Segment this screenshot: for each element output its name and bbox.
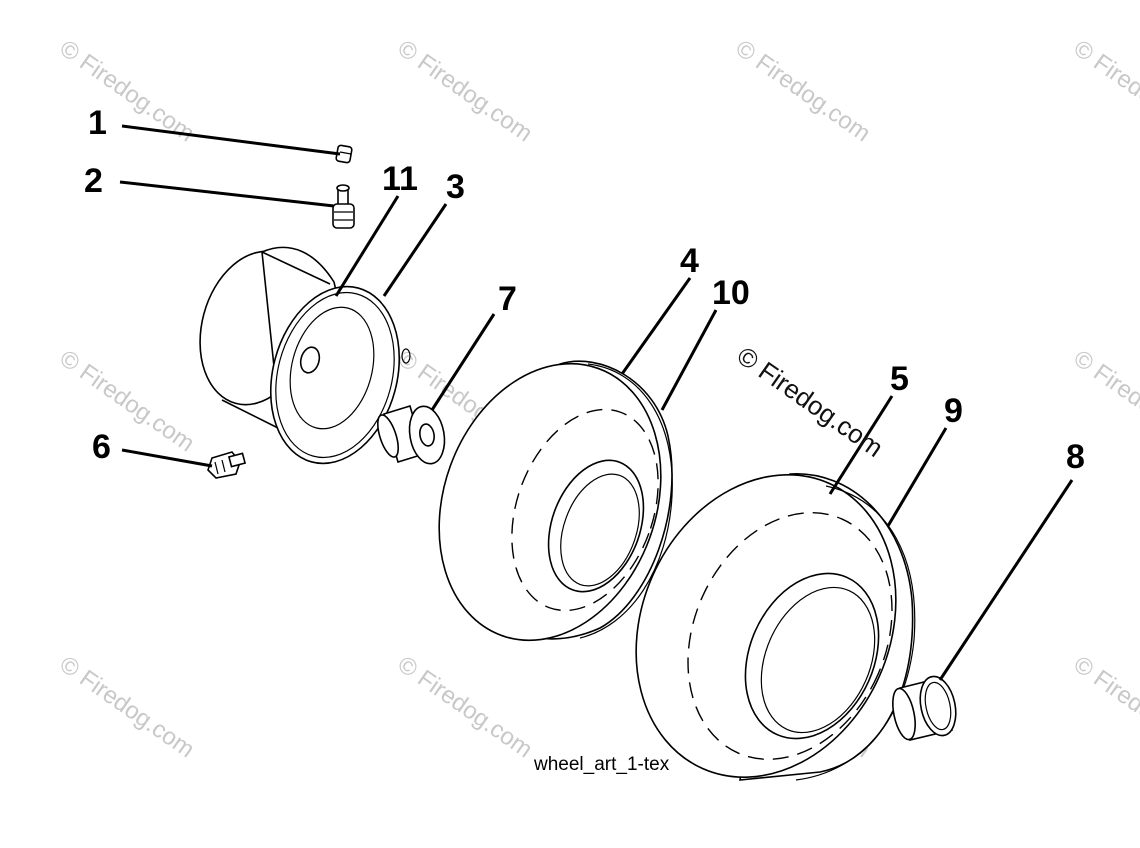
diagram-caption: wheel_art_1-tex xyxy=(533,754,670,775)
callout-10: 10 xyxy=(712,274,750,312)
watermark: © Firedog.com xyxy=(393,35,538,148)
callout-1: 1 xyxy=(88,104,107,142)
watermark: © Firedog.com xyxy=(731,35,876,148)
watermark: © Firedog.com xyxy=(393,651,538,764)
leader-lines xyxy=(119,124,1074,681)
watermark: © Firedog.com xyxy=(1069,651,1140,764)
rear-tire-part xyxy=(635,473,916,781)
bolt-part xyxy=(207,451,247,479)
watermark: © Firedog.com xyxy=(55,35,200,148)
watermark: © Firedog.com xyxy=(55,345,200,458)
watermark: © Firedog.com xyxy=(55,651,200,764)
callout-labels: 1 2 11 3 6 7 4 10 5 9 8 xyxy=(84,104,1085,476)
wheel-rim-part xyxy=(199,246,411,465)
callout-6: 6 xyxy=(92,428,111,466)
valve-stem-part xyxy=(332,184,355,229)
callout-11: 11 xyxy=(382,160,418,198)
watermark: © Firedog.com xyxy=(1069,35,1140,148)
callout-9: 9 xyxy=(944,392,963,430)
callout-8: 8 xyxy=(1066,438,1085,476)
bushing-part xyxy=(376,404,446,465)
front-tire-part xyxy=(438,360,673,642)
callout-3: 3 xyxy=(446,168,465,206)
callout-4: 4 xyxy=(680,242,699,280)
watermark-dark: © Firedog.com xyxy=(732,340,889,463)
rear-bushing-part xyxy=(892,675,957,741)
callout-2: 2 xyxy=(84,162,103,200)
callout-5: 5 xyxy=(890,360,909,398)
callout-7: 7 xyxy=(498,280,517,318)
